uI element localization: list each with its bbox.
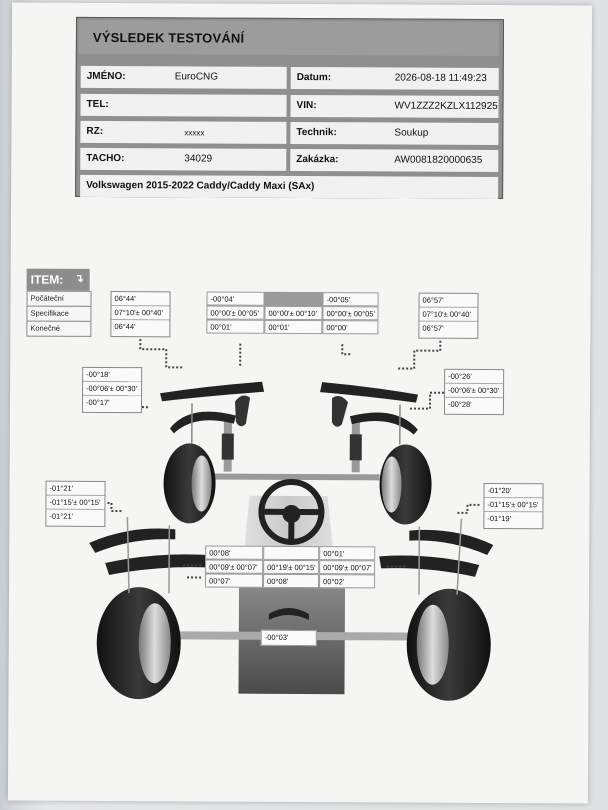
rr-camber-final-text: -01°19' xyxy=(487,513,512,524)
rear-toe-total-spec-text: 00°19'± 00°15' xyxy=(267,562,316,573)
rr-camber-initial-text: -01°20' xyxy=(487,485,512,496)
front-toe-right-initial-text: -00°05' xyxy=(326,295,351,305)
rear-toe-right-spec: 00°09'± 00°07' xyxy=(319,560,376,575)
steering-wheel-icon xyxy=(258,478,325,545)
fl-camber-spec-text: 07°10'± 00°40' xyxy=(114,308,163,318)
rear-toe-total-final: 00°08' xyxy=(263,573,320,589)
front-toe-total-final-text: 00°01' xyxy=(268,322,290,332)
rl-camber-final: -01°21' xyxy=(46,510,104,524)
rear-toe-right-initial-text: 00°01' xyxy=(323,549,345,559)
front-toe-right-final: 00°00' xyxy=(322,320,379,335)
fl-caster-initial: -00°18' xyxy=(83,367,142,383)
front-toe-right-final-text: 00°00' xyxy=(326,323,348,333)
front-right-wheel xyxy=(320,382,432,525)
rl-camber-final-text: -01°21' xyxy=(49,511,74,521)
rear-toe-left-final-text: 00°07' xyxy=(209,576,231,586)
fr-caster-initial-text: -00°26' xyxy=(448,371,472,381)
rear-left-camber: -01°21' -01°15'± 00°15' -01°21' xyxy=(45,480,106,527)
fl-caster-initial-text: -00°18' xyxy=(86,369,110,380)
thrust-angle-text: -00°03' xyxy=(264,632,289,642)
front-toe-left-final: 00°01' xyxy=(206,319,265,334)
fr-camber-final-text: 06°57' xyxy=(422,323,444,333)
front-toe-total-spec: 00°00'± 00°10' xyxy=(264,305,323,321)
front-axle xyxy=(209,473,380,481)
front-toe-right-spec: 00°00'± 00°05' xyxy=(322,306,379,321)
rl-camber-spec: -01°15'± 00°15' xyxy=(46,495,105,510)
thrust-angle: -00°03' xyxy=(260,629,317,647)
rear-toe-right-final: 00°02' xyxy=(319,574,376,589)
fr-camber-initial-text: 06°57' xyxy=(422,295,444,305)
rear-toe-left-initial: 00°08' xyxy=(205,545,264,560)
front-toe-left-initial-text: -00°04' xyxy=(210,294,235,304)
rr-camber-final: -01°19' xyxy=(484,512,542,526)
rear-left-wheel xyxy=(89,528,216,700)
fr-caster-spec: -00°06'± 00°30' xyxy=(445,383,504,399)
rear-toe-left-spec: 00°09'± 00°07' xyxy=(205,559,264,574)
front-toe-total-final: 00°01' xyxy=(264,319,323,335)
rr-camber-initial: -01°20' xyxy=(484,483,543,499)
fl-camber-initial: 06°44' xyxy=(111,292,170,307)
fl-camber-final-text: 06°44' xyxy=(114,322,136,332)
fr-caster-spec-text: -00°06'± 00°30' xyxy=(448,385,500,396)
rear-toe-right-initial: 00°01' xyxy=(319,546,376,561)
rear-toe-right-final-text: 00°02' xyxy=(323,577,345,587)
fl-camber-final: 06°44' xyxy=(111,320,169,334)
rear-toe-right-spec-text: 00°09'± 00°07' xyxy=(323,563,372,573)
fr-camber-spec-text: 07°10'± 00°40' xyxy=(422,309,471,319)
front-left-wheel xyxy=(160,381,265,524)
rl-camber-spec-text: -01°15'± 00°15' xyxy=(49,497,101,507)
rear-right-wheel xyxy=(379,529,494,701)
front-toe-left-spec: 00°00'± 00°05' xyxy=(206,305,265,320)
paper-sheet: VÝSLEDEK TESTOVÁNÍ JMÉNO: EuroCNG Datum:… xyxy=(7,2,593,804)
front-toe-left-spec-text: 00°00'± 00°05' xyxy=(210,308,259,318)
fr-camber-final: 06°57' xyxy=(419,322,477,336)
front-toe-left-final-text: 00°01' xyxy=(210,322,232,332)
fl-caster-final-text: -00°17' xyxy=(85,397,110,408)
rear-toe-total-spec: 00°19'± 00°15' xyxy=(263,559,320,575)
front-toe-left-initial: -00°04' xyxy=(206,291,265,306)
rear-toe-left-final: 00°07' xyxy=(205,573,264,588)
rl-camber-initial: -01°21' xyxy=(46,481,105,496)
rl-camber-initial-text: -01°21' xyxy=(49,483,74,493)
front-left-caster: -00°18' -00°06'± 00°30' -00°17' xyxy=(81,366,143,414)
rear-toe-total-initial xyxy=(263,545,320,561)
fr-camber-initial: 06°57' xyxy=(419,293,478,308)
fl-camber-initial-text: 06°44' xyxy=(114,294,136,304)
front-toe-total-initial xyxy=(264,291,323,307)
fl-caster-spec-text: -00°06'± 00°30' xyxy=(86,383,138,394)
front-left-camber: 06°44' 07°10'± 00°40' 06°44' xyxy=(110,291,171,338)
alignment-diagram xyxy=(82,339,494,701)
front-toe-total-spec-text: 00°00'± 00°10' xyxy=(268,308,317,319)
fr-caster-initial: -00°26' xyxy=(445,369,504,385)
rear-toe-left-spec-text: 00°09'± 00°07' xyxy=(209,562,258,572)
rr-camber-spec: -01°15'± 00°15' xyxy=(484,497,543,513)
fl-camber-spec: 07°10'± 00°40' xyxy=(111,306,170,321)
front-right-caster: -00°26' -00°06'± 00°30' -00°28' xyxy=(443,368,505,416)
front-right-camber: 06°57' 07°10'± 00°40' 06°57' xyxy=(418,292,479,339)
rear-toe-total-final-text: 00°08' xyxy=(267,576,289,586)
front-toe-right-spec-text: 00°00'± 00°05' xyxy=(326,309,375,319)
front-toe-right-initial: -00°05' xyxy=(322,292,379,307)
rr-camber-spec-text: -01°15'± 00°15' xyxy=(487,499,539,510)
rear-right-camber: -01°20' -01°15'± 00°15' -01°19' xyxy=(483,482,544,530)
fr-caster-final: -00°28' xyxy=(445,398,503,412)
fl-caster-final: -00°17' xyxy=(83,396,141,410)
fl-caster-spec: -00°06'± 00°30' xyxy=(83,381,142,397)
fr-camber-spec: 07°10'± 00°40' xyxy=(419,307,478,322)
rear-toe-left-initial-text: 00°08' xyxy=(209,548,231,558)
fr-caster-final-text: -00°28' xyxy=(447,399,472,409)
